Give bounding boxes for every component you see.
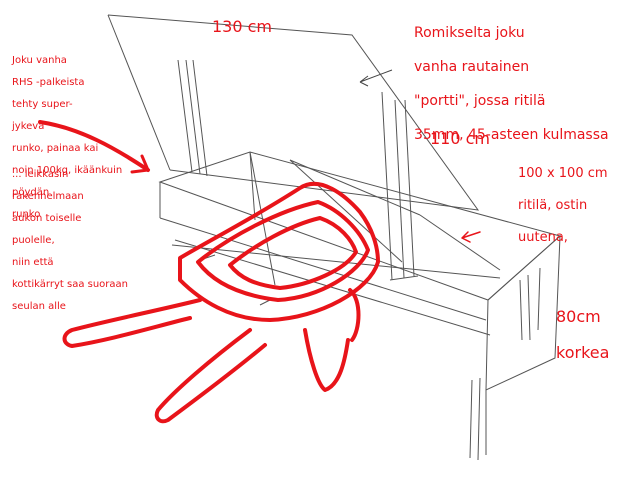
wheelbarrow-rim	[228, 216, 358, 290]
wheelbarrow-leg	[303, 328, 350, 392]
cut-note: ... leikkasin rakennelmaan aukon toisell…	[12, 169, 128, 312]
wheelbarrow-handle-left	[62, 298, 202, 348]
wheelbarrow-handle-right	[154, 328, 267, 424]
wheelbarrow-wheel-arm	[348, 288, 361, 342]
annotation-arrows	[38, 120, 481, 243]
wheelbarrow-tub	[178, 181, 380, 322]
frame-sketch	[107, 14, 562, 461]
grid-note: 100 x 100 cm ritilä, ostin uutena,	[518, 166, 608, 245]
depth-dimension: 110 cm	[430, 129, 491, 148]
height-dimension: 80cm korkea	[556, 307, 610, 362]
front-face	[485, 234, 561, 391]
width-dimension: 130 cm	[212, 17, 273, 36]
grid-arrow-icon	[461, 231, 481, 243]
gate-outline	[107, 14, 480, 211]
gate-arrow-icon	[359, 69, 393, 87]
wheelbarrow-sketch	[62, 181, 380, 424]
frame-arrow-icon	[38, 120, 150, 172]
wheelbarrow-inner	[196, 200, 370, 302]
gate-note: Romikselta joku vanha rautainen "portti"…	[414, 25, 609, 143]
frame-note: Joku vanha RHS -palkeista tehty super- j…	[12, 55, 123, 220]
